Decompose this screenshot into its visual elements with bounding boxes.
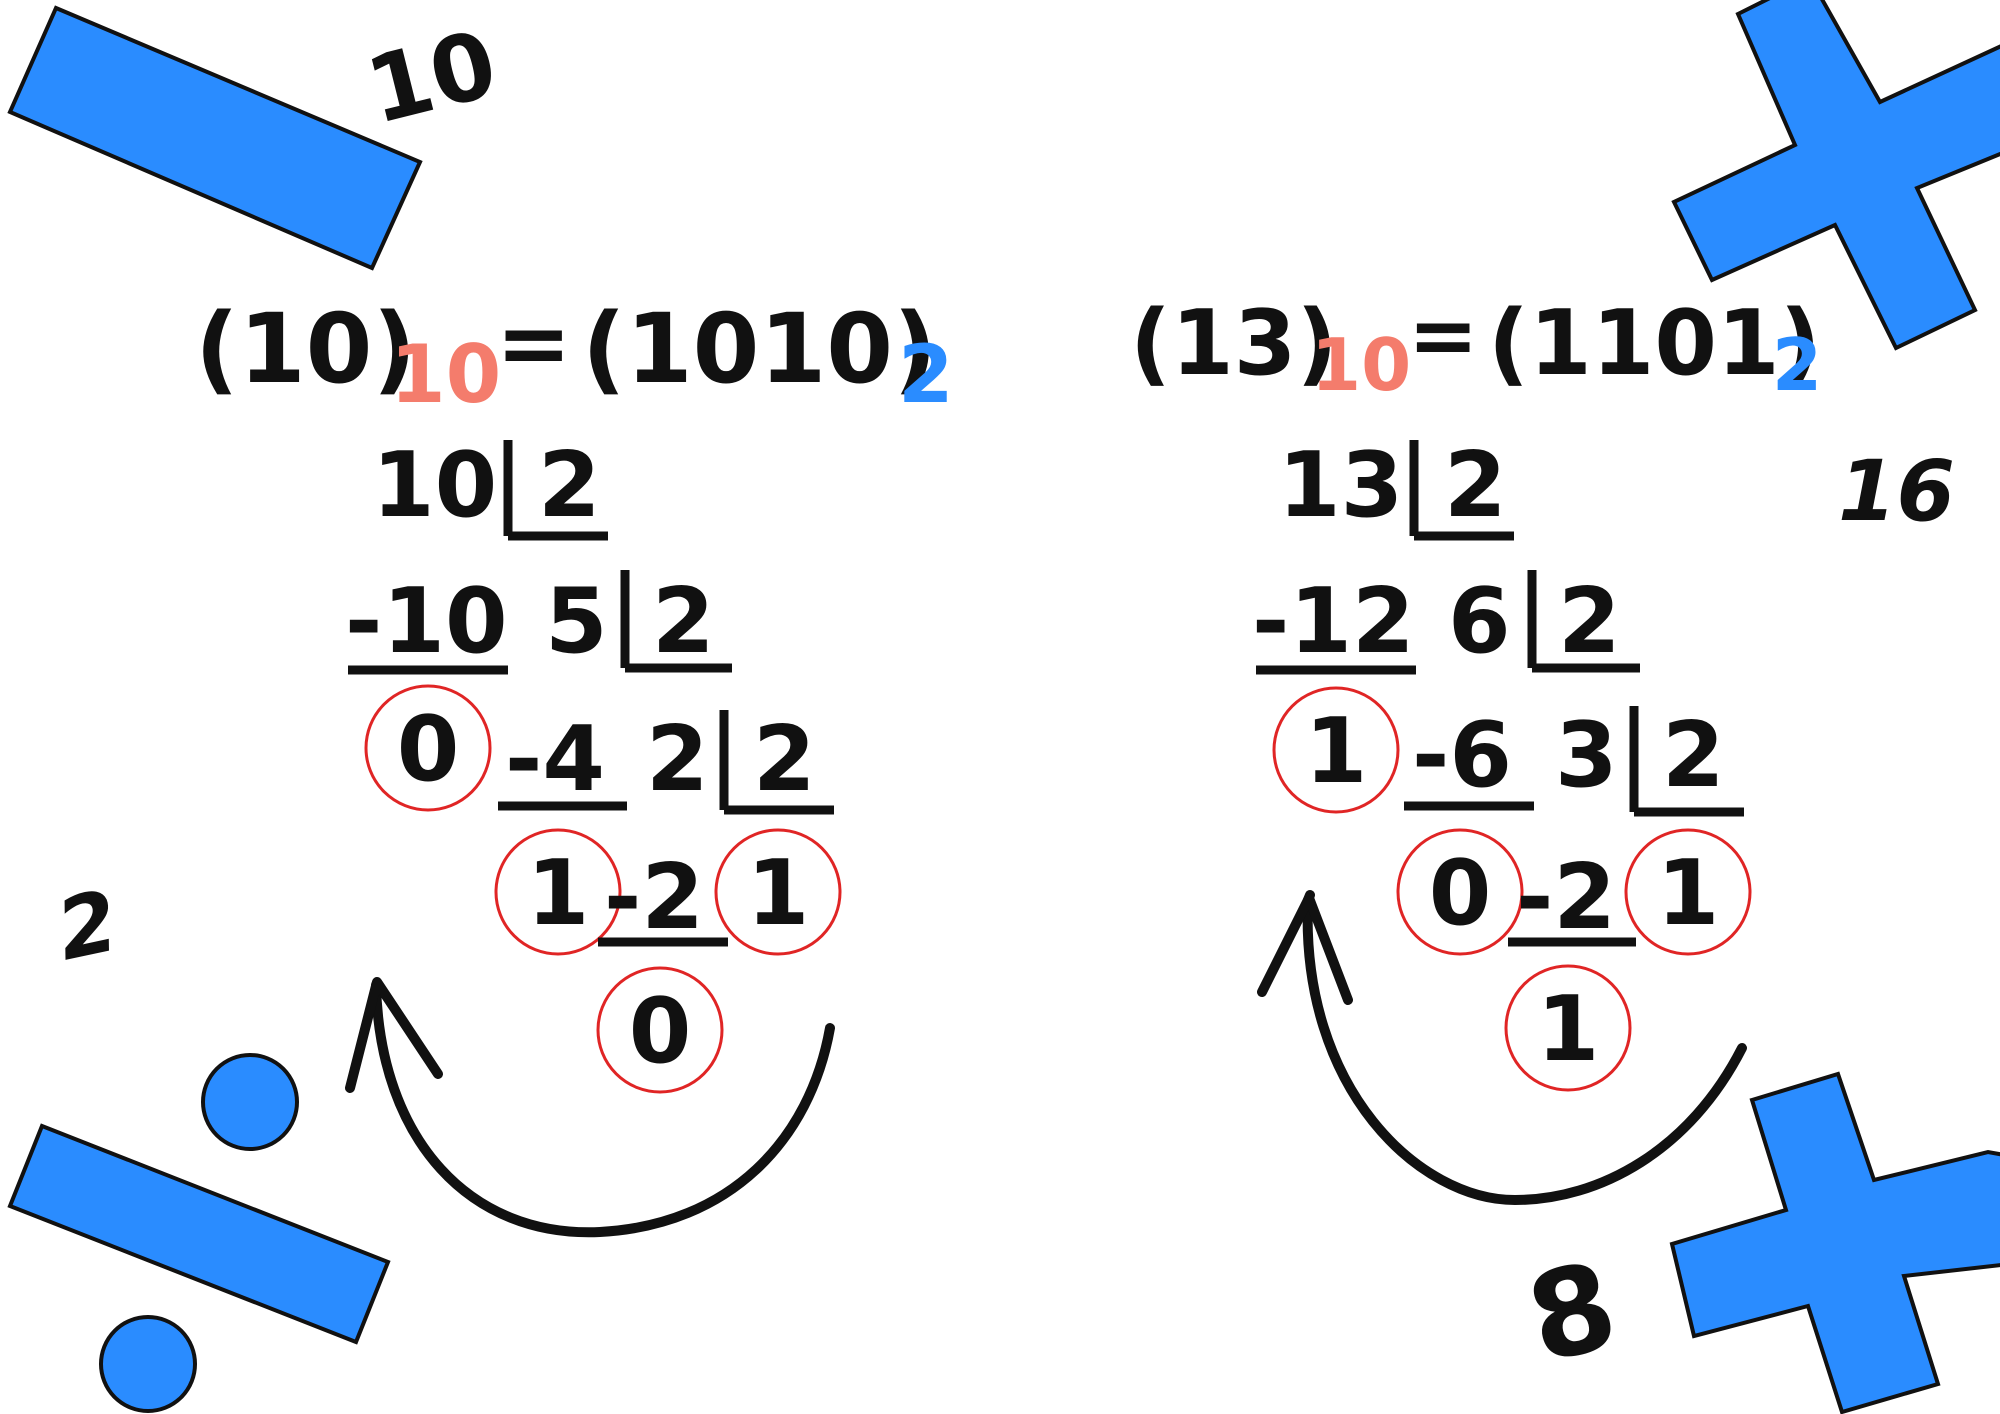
final-quotient-1: 1	[747, 841, 810, 946]
plus-shape-bottom-right	[1669, 1071, 2000, 1414]
division-dot-bottom	[99, 1315, 197, 1413]
remainder-0: 0	[397, 697, 460, 802]
subtract-2: -2	[604, 845, 704, 950]
final-quotient-1: 1	[1657, 841, 1720, 946]
example-1-read-arrow	[345, 977, 835, 1238]
example-2: (13) 10 = (1101) 2 13 2 -12 6 2 1 -6 3	[1130, 286, 1822, 1205]
example-1-equation: (10) 10 = (1010) 2	[195, 291, 954, 421]
remainder-circle	[364, 684, 492, 812]
remainder-0: 0	[629, 979, 692, 1084]
equation-lhs: (13)	[1130, 291, 1338, 396]
dividend-10: 10	[372, 433, 497, 538]
subtract-12: -12	[1252, 569, 1415, 674]
example-1-long-division: 10 2 -10 5 2 0 -4 2 2 1 -2 1	[345, 433, 842, 1094]
quotient-circle	[1624, 828, 1752, 956]
equation-rhs: (1010)	[582, 293, 937, 405]
remainder-1: 1	[527, 841, 590, 946]
divisor-2: 2	[1558, 569, 1621, 674]
equation-lhs: (10)	[195, 293, 416, 405]
division-bar-shape	[7, 1123, 391, 1345]
arrow-head	[1257, 893, 1353, 1005]
remainder-1: 1	[1305, 699, 1368, 804]
read-direction-arc	[1302, 890, 1747, 1205]
minus-shape-top-left	[7, 5, 423, 271]
example-2-equation: (13) 10 = (1101) 2	[1130, 286, 1822, 407]
remainder-circle	[1272, 686, 1400, 814]
example-2-long-division: 13 2 -12 6 2 1 -6 3 2 0 -2 1	[1252, 433, 1752, 1092]
decorative-shapes	[7, 0, 2000, 1414]
decor-number-2: 2	[49, 872, 127, 980]
subtract-10: -10	[345, 569, 508, 674]
remainder-circle	[1396, 828, 1524, 956]
divisor-2: 2	[1444, 433, 1507, 538]
decor-number-16: 16	[1838, 442, 1955, 540]
subtract-6: -6	[1412, 703, 1512, 808]
equation-lhs-base: 10	[390, 328, 501, 421]
remainder-1: 1	[1537, 977, 1600, 1082]
division-dot-top	[201, 1053, 299, 1151]
divisor-2: 2	[753, 707, 816, 812]
equation-equals: =	[496, 291, 571, 396]
remainder-circle	[1504, 964, 1632, 1092]
quotient-2: 2	[646, 707, 709, 812]
dividend-13: 13	[1278, 433, 1403, 538]
divisor-2: 2	[538, 433, 601, 538]
read-direction-arc	[371, 980, 835, 1238]
multiply-shape-top-right	[1671, 0, 2000, 351]
arrow-head	[345, 977, 443, 1093]
remainder-0: 0	[1429, 841, 1492, 946]
equation-rhs: (1101)	[1488, 291, 1821, 396]
equation-rhs-base: 2	[898, 328, 954, 421]
quotient-circle	[714, 828, 842, 956]
remainder-circle	[596, 966, 724, 1094]
equation-rhs-base: 2	[1772, 323, 1822, 407]
quotient-3: 3	[1555, 703, 1618, 808]
example-2-read-arrow	[1257, 890, 1747, 1205]
divisor-2: 2	[652, 569, 715, 674]
quotient-6: 6	[1448, 569, 1511, 674]
example-1: (10) 10 = (1010) 2 10 2 -10 5 2 0 -4 2	[195, 291, 954, 1238]
decor-number-8: 8	[1515, 1236, 1630, 1391]
quotient-5: 5	[545, 569, 608, 674]
remainder-circle	[494, 828, 622, 956]
subtract-2: -2	[1516, 845, 1616, 950]
divisor-2: 2	[1662, 703, 1725, 808]
equation-equals: =	[1408, 286, 1478, 384]
subtract-4: -4	[505, 707, 605, 812]
decor-number-10: 10	[357, 10, 507, 145]
equation-lhs-base: 10	[1311, 323, 1411, 407]
